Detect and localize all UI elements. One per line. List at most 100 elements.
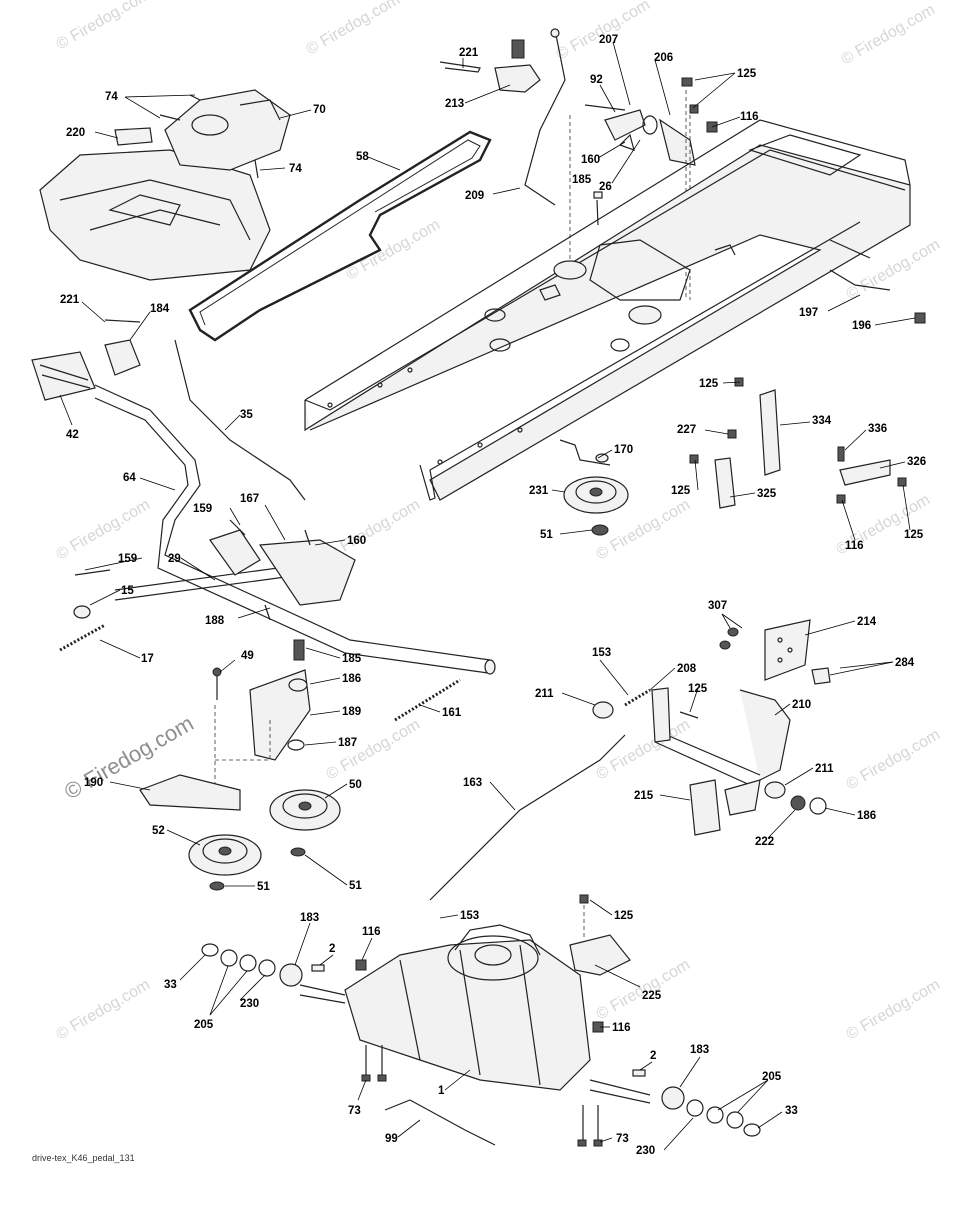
callout-153: 153	[592, 647, 611, 659]
callout-189: 189	[342, 706, 361, 718]
callout-29: 29	[168, 553, 181, 565]
callout-220: 220	[66, 127, 85, 139]
callout-160: 160	[347, 535, 366, 547]
callout-92: 92	[590, 74, 603, 86]
callout-206: 206	[654, 52, 673, 64]
callout-2: 2	[329, 943, 335, 955]
callout-211: 211	[815, 763, 834, 775]
callout-163: 163	[463, 777, 482, 789]
callout-74: 74	[289, 163, 302, 175]
drawing-code: drive-tex_K46_pedal_131	[32, 1153, 135, 1163]
watermark: © Firedog.com	[54, 0, 154, 53]
callout-58: 58	[356, 151, 369, 163]
callout-74: 74	[105, 91, 118, 103]
callout-196: 196	[852, 320, 871, 332]
callout-15: 15	[121, 585, 134, 597]
callout-326: 326	[907, 456, 926, 468]
axle-hardware-left	[201, 943, 387, 1082]
callout-73: 73	[348, 1105, 361, 1117]
callout-42: 42	[66, 429, 79, 441]
idler-assembly	[139, 639, 461, 891]
leader-lines	[59, 41, 916, 1151]
callout-188: 188	[205, 615, 225, 627]
callout-99: 99	[385, 1133, 398, 1145]
callout-17: 17	[141, 653, 154, 665]
watermark: © Firedog.com	[304, 0, 404, 58]
callout-185: 185	[572, 174, 592, 186]
callout-125: 125	[904, 529, 924, 541]
left-controls	[31, 319, 496, 675]
brackets-right	[559, 269, 926, 509]
drive-belt	[188, 130, 492, 342]
callout-125: 125	[699, 378, 719, 390]
watermark: © Firedog.com	[844, 726, 944, 793]
callout-334: 334	[812, 415, 832, 427]
callout-35: 35	[240, 409, 253, 421]
watermark: © Firedog.com	[844, 976, 944, 1043]
callout-307: 307	[708, 600, 727, 612]
callout-167: 167	[240, 493, 259, 505]
callout-336: 336	[868, 423, 887, 435]
callout-227: 227	[677, 424, 696, 436]
watermark: © Firedog.com	[839, 1, 939, 68]
callout-209: 209	[465, 190, 484, 202]
transaxle-assembly	[299, 924, 651, 1146]
callout-325: 325	[757, 488, 777, 500]
callout-231: 231	[529, 485, 549, 497]
callout-50: 50	[349, 779, 362, 791]
callout-116: 116	[845, 540, 864, 552]
callout-205: 205	[762, 1071, 782, 1083]
callout-197: 197	[799, 307, 818, 319]
callout-184: 184	[150, 303, 170, 315]
callout-73: 73	[616, 1133, 629, 1145]
callout-33: 33	[785, 1105, 798, 1117]
callout-221: 221	[459, 47, 479, 59]
callout-70: 70	[313, 104, 326, 116]
callout-49: 49	[241, 650, 254, 662]
callout-26: 26	[599, 181, 612, 193]
callout-125: 125	[737, 68, 757, 80]
callout-160: 160	[581, 154, 600, 166]
callout-52: 52	[152, 825, 165, 837]
callout-51: 51	[349, 880, 362, 892]
callout-1: 1	[438, 1085, 445, 1097]
callout-116: 116	[740, 111, 759, 123]
callout-185: 185	[342, 653, 362, 665]
callout-205: 205	[194, 1019, 214, 1031]
callout-125: 125	[688, 683, 708, 695]
watermark: © Firedog.com	[554, 0, 654, 63]
callout-186: 186	[857, 810, 876, 822]
callout-170: 170	[614, 444, 633, 456]
callout-211: 211	[535, 688, 554, 700]
callout-2: 2	[650, 1050, 656, 1062]
callout-214: 214	[857, 616, 877, 628]
callout-161: 161	[442, 707, 462, 719]
axle-hardware-right	[577, 894, 761, 1147]
callout-159: 159	[118, 553, 137, 565]
callout-208: 208	[677, 663, 697, 675]
callout-221: 221	[60, 294, 80, 306]
callout-210: 210	[792, 699, 811, 711]
callout-116: 116	[362, 926, 381, 938]
callout-116: 116	[612, 1022, 631, 1034]
watermark: © Firedog.com	[54, 496, 154, 563]
callout-215: 215	[634, 790, 654, 802]
callout-183: 183	[300, 912, 319, 924]
callout-125: 125	[671, 485, 691, 497]
callout-153: 153	[460, 910, 479, 922]
callout-64: 64	[123, 472, 136, 484]
callout-225: 225	[642, 990, 662, 1002]
dash-cover-assembly	[39, 89, 291, 281]
callout-125: 125	[614, 910, 634, 922]
callout-222: 222	[755, 836, 774, 848]
callout-labels: 221 213 207 206 125 92 116 160 26 185 20…	[60, 34, 926, 1157]
callout-230: 230	[636, 1145, 655, 1157]
callout-33: 33	[164, 979, 177, 991]
watermark: © Firedog.com	[594, 716, 694, 783]
watermark: © Firedog.com	[344, 216, 444, 283]
watermark: © Firedog.com	[54, 976, 154, 1043]
callout-190: 190	[84, 777, 103, 789]
callout-51: 51	[540, 529, 553, 541]
